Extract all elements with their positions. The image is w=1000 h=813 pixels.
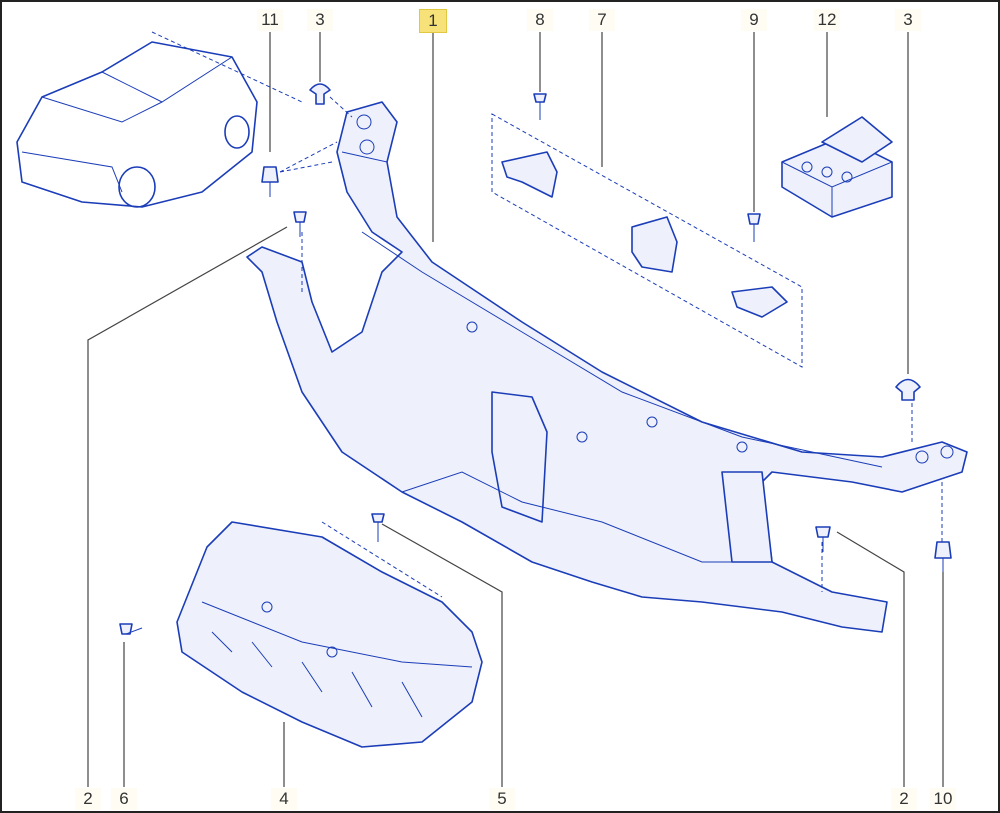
- bracket-kit-part-7: [491, 113, 803, 368]
- bolt-2-right: [815, 526, 831, 552]
- callout-11[interactable]: 11: [257, 9, 283, 31]
- lower-shield-part-4: [176, 521, 483, 748]
- callout-1-highlighted[interactable]: 1: [419, 9, 447, 33]
- callout-3[interactable]: 3: [307, 9, 333, 31]
- callout-2[interactable]: 2: [75, 788, 101, 810]
- callout-10[interactable]: 10: [930, 788, 956, 810]
- screw-10: [934, 541, 952, 572]
- callout-12[interactable]: 12: [814, 9, 840, 31]
- bolt-9: [747, 213, 761, 242]
- leader-lines: [87, 32, 944, 787]
- callout-3-right[interactable]: 3: [895, 9, 921, 31]
- callout-8[interactable]: 8: [527, 9, 553, 31]
- screw-11: [261, 166, 279, 197]
- callout-7[interactable]: 7: [589, 9, 615, 31]
- screw-6: [119, 623, 143, 635]
- callout-5[interactable]: 5: [489, 788, 515, 810]
- parts-box-part-12: [781, 116, 893, 218]
- bolt-8: [533, 93, 547, 120]
- callout-9[interactable]: 9: [741, 9, 767, 31]
- front-panel-part-1: [246, 101, 968, 633]
- callout-4[interactable]: 4: [271, 788, 297, 810]
- clip-3-left: [309, 83, 331, 105]
- clip-3-right: [895, 378, 921, 401]
- vehicle-thumbnail: [16, 31, 303, 208]
- fasteners: [119, 83, 952, 635]
- bolt-2-left: [293, 211, 307, 237]
- screw-5: [371, 513, 385, 542]
- callout-6[interactable]: 6: [111, 788, 137, 810]
- callout-2-right[interactable]: 2: [891, 788, 917, 810]
